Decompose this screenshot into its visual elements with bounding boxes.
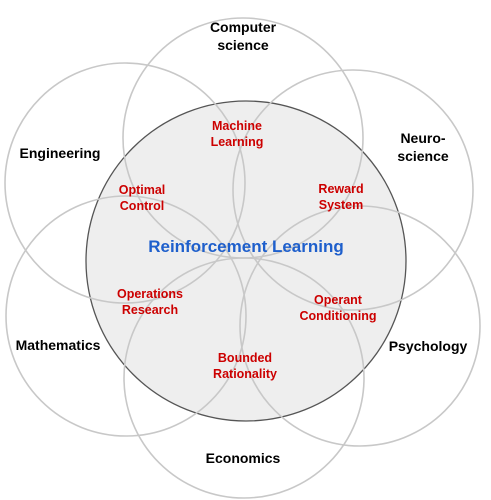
field-label-mathematics: Mathematics bbox=[15, 337, 101, 353]
engineering-circle bbox=[4, 62, 246, 304]
intersection-label-bounded-rationality: Bounded Rationality bbox=[213, 351, 277, 381]
field-label-engineering: Engineering bbox=[19, 145, 101, 161]
intersection-label-reward-system: Reward System bbox=[318, 182, 364, 212]
field-label-neuroscience: Neuro- science bbox=[397, 130, 449, 164]
neuroscience-circle bbox=[232, 69, 474, 311]
intersection-label-operant-conditioning: Operant Conditioning bbox=[299, 293, 377, 323]
center-label-reinforcement-learning: Reinforcement Learning bbox=[148, 237, 344, 256]
intersection-label-operations-research: Operations Research bbox=[117, 287, 183, 317]
field-label-psychology: Psychology bbox=[388, 338, 468, 354]
psychology-circle bbox=[239, 205, 481, 447]
mathematics-circle bbox=[5, 195, 247, 437]
intersection-label-machine-learning: Machine Learning bbox=[210, 119, 264, 149]
field-label-economics: Economics bbox=[205, 450, 281, 466]
field-label-computer-science: Computer science bbox=[209, 19, 277, 53]
intersection-label-optimal-control: Optimal Control bbox=[118, 183, 166, 213]
economics-circle bbox=[123, 257, 365, 499]
center-circle bbox=[85, 100, 407, 422]
